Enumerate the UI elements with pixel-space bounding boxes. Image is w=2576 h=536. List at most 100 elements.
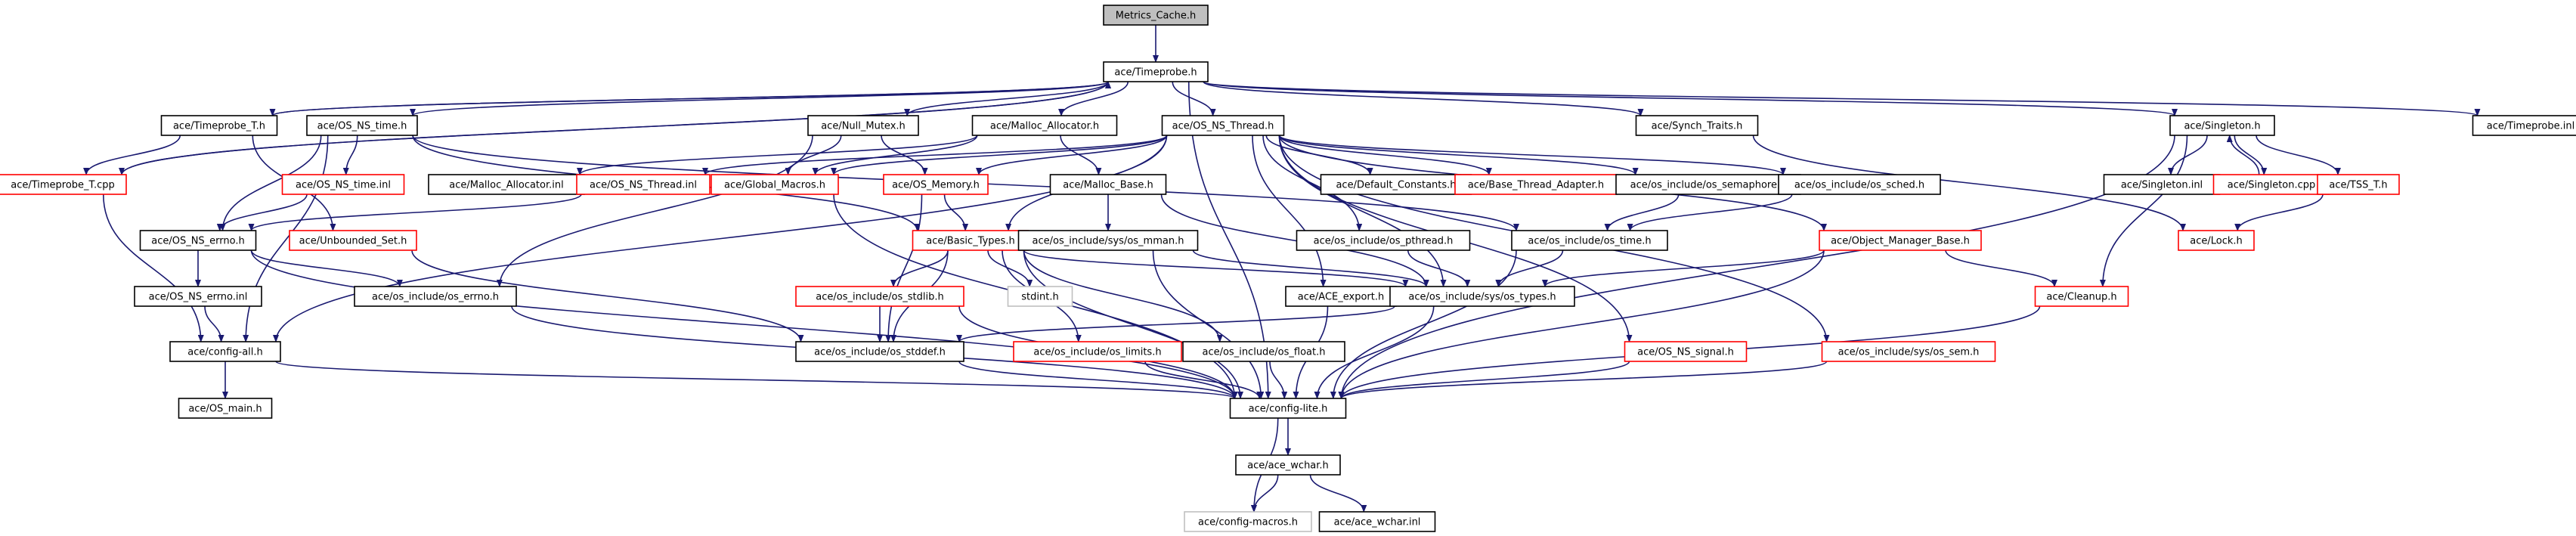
node-box xyxy=(1635,115,1759,136)
node-object-manager-base-h[interactable]: ace/Object_Manager_Base.h xyxy=(1819,230,1982,251)
node-box xyxy=(2034,286,2129,307)
edge-os-semaphore-h-to-os-time-h xyxy=(1604,194,1680,231)
node-label: ace/OS_NS_signal.h xyxy=(1637,347,1734,358)
edge-null-mutex-h-to-os-errno-h xyxy=(496,135,813,287)
edge-malloc-allocator-h-to-malloc-base-h xyxy=(1060,135,1102,175)
node-label: ace/ace_wchar.h xyxy=(1247,460,1329,472)
node-os-ns-signal-h[interactable]: ace/OS_NS_signal.h xyxy=(1624,341,1748,362)
node-metrics-cache[interactable]: Metrics_Cache.h xyxy=(1103,5,1209,26)
node-os-pthread-h[interactable]: ace/os_include/os_pthread.h xyxy=(1296,230,1471,251)
node-box xyxy=(354,286,517,307)
node-os-types-h[interactable]: ace/os_include/sys/os_types.h xyxy=(1389,286,1575,307)
node-os-ns-errno-h[interactable]: ace/OS_NS_errno.h xyxy=(139,230,257,251)
edge-os-ns-errno-h-to-os-errno-h xyxy=(250,249,403,287)
node-base-thread-adapter-h[interactable]: ace/Base_Thread_Adapter.h xyxy=(1454,174,1618,195)
node-os-float-h[interactable]: ace/os_include/os_float.h xyxy=(1182,341,1345,362)
node-label: ace/TSS_T.h xyxy=(2329,180,2387,191)
node-box xyxy=(2472,115,2576,136)
node-label: ace/OS_NS_Thread.h xyxy=(1172,121,1274,132)
edge-os-ns-thread-h-to-os-sched-h xyxy=(1278,135,1786,175)
node-null-mutex-h[interactable]: ace/Null_Mutex.h xyxy=(807,115,919,136)
edge-os-time-h-to-config-lite-h xyxy=(1330,249,1517,399)
node-timeprobe-inl[interactable]: ace/Timeprobe.inl xyxy=(2472,115,2576,136)
edge-singleton-h-to-tss-t-h xyxy=(2256,135,2341,175)
node-cleanup-h[interactable]: ace/Cleanup.h xyxy=(2034,286,2129,307)
node-label: ace/OS_NS_Thread.inl xyxy=(590,180,697,191)
node-os-mman-h[interactable]: ace/os_include/sys/os_mman.h xyxy=(1017,230,1199,251)
node-tss-t-h[interactable]: ace/TSS_T.h xyxy=(2317,174,2400,195)
node-os-main-h[interactable]: ace/OS_main.h xyxy=(178,398,273,419)
edge-basic-types-h-to-os-types-h xyxy=(1023,249,1409,287)
node-basic-types-h[interactable]: ace/Basic_Types.h xyxy=(912,230,1029,251)
node-os-ns-time-inl[interactable]: ace/OS_NS_time.inl xyxy=(281,174,405,195)
node-os-stdlib-h[interactable]: ace/os_include/os_stdlib.h xyxy=(795,286,964,307)
node-ace-export-h[interactable]: ace/ACE_export.h xyxy=(1285,286,1397,307)
node-box xyxy=(1615,174,1801,195)
node-label: ace/Singleton.cpp xyxy=(2228,180,2316,191)
node-label: ace/Singleton.inl xyxy=(2121,180,2203,191)
node-os-memory-h[interactable]: ace/OS_Memory.h xyxy=(883,174,989,195)
edge-timeprobe-t-cpp-to-config-all-h xyxy=(102,194,204,342)
node-timeprobe-t-h[interactable]: ace/Timeprobe_T.h xyxy=(160,115,278,136)
node-box xyxy=(1821,341,1996,362)
node-os-ns-thread-h[interactable]: ace/OS_NS_Thread.h xyxy=(1161,115,1285,136)
edge-os-ns-thread-h-to-global-macros-h xyxy=(831,135,1168,175)
node-ace-wchar-inl[interactable]: ace/ace_wchar.inl xyxy=(1318,511,1436,532)
node-timeprobe-t-cpp[interactable]: ace/Timeprobe_T.cpp xyxy=(0,174,127,195)
node-singleton-inl[interactable]: ace/Singleton.inl xyxy=(2103,174,2221,195)
node-box xyxy=(807,115,919,136)
node-config-lite-h[interactable]: ace/config-lite.h xyxy=(1229,398,1347,419)
node-box xyxy=(795,341,964,362)
node-default-constants-h[interactable]: ace/Default_Constants.h xyxy=(1320,174,1472,195)
node-malloc-allocator-h[interactable]: ace/Malloc_Allocator.h xyxy=(971,115,1118,136)
node-label: ace/os_include/os_time.h xyxy=(1528,236,1651,247)
node-global-macros-h[interactable]: ace/Global_Macros.h xyxy=(711,174,839,195)
edge-os-mman-h-to-config-lite-h xyxy=(1152,249,1265,399)
node-label: ace/os_include/sys/os_sem.h xyxy=(1838,347,1980,358)
node-singleton-h[interactable]: ace/Singleton.h xyxy=(2169,115,2275,136)
node-os-errno-h[interactable]: ace/os_include/os_errno.h xyxy=(354,286,517,307)
node-label: ace/Timeprobe.inl xyxy=(2487,121,2574,132)
edge-basic-types-h-to-stdint-h xyxy=(987,249,1033,287)
node-lock-h[interactable]: ace/Lock.h xyxy=(2178,230,2255,251)
node-label: ace/os_include/sys/os_types.h xyxy=(1408,292,1556,303)
node-os-stddef-h[interactable]: ace/os_include/os_stddef.h xyxy=(795,341,964,362)
node-label: ace/Default_Constants.h xyxy=(1336,180,1456,191)
node-label: ace/OS_NS_errno.inl xyxy=(149,292,248,303)
edge-os-ns-time-h-to-os-ns-time-inl xyxy=(342,135,358,175)
edge-os-ns-thread-h-to-os-semaphore-h xyxy=(1278,135,1639,175)
edge-timeprobe-h-to-malloc-allocator-h xyxy=(1058,81,1129,116)
edge-timeprobe-h-to-singleton-h xyxy=(1203,81,2178,116)
node-os-sem-h[interactable]: ace/os_include/sys/os_sem.h xyxy=(1821,341,1996,362)
edge-os-ns-time-inl-to-os-ns-errno-h xyxy=(216,194,308,231)
node-os-time-h[interactable]: ace/os_include/os_time.h xyxy=(1511,230,1668,251)
node-synch-traits-h[interactable]: ace/Synch_Traits.h xyxy=(1635,115,1759,136)
node-timeprobe-h[interactable]: ace/Timeprobe.h xyxy=(1103,61,1209,82)
node-label: ace/OS_NS_errno.h xyxy=(151,236,245,247)
edge-layer xyxy=(83,25,2480,513)
node-singleton-cpp[interactable]: ace/Singleton.cpp xyxy=(2212,174,2330,195)
edge-singleton-h-to-singleton-inl xyxy=(2168,135,2208,175)
node-config-all-h[interactable]: ace/config-all.h xyxy=(169,341,281,362)
edge-malloc-allocator-h-to-malloc-allocator-inl xyxy=(577,135,978,175)
edge-config-all-h-to-config-lite-h xyxy=(275,361,1238,399)
node-malloc-allocator-inl[interactable]: ace/Malloc_Allocator.inl xyxy=(428,174,585,195)
node-ace-wchar-h[interactable]: ace/ace_wchar.h xyxy=(1235,454,1341,476)
node-label: ace/Cleanup.h xyxy=(2046,292,2116,303)
node-os-semaphore-h[interactable]: ace/os_include/os_semaphore.h xyxy=(1615,174,1801,195)
node-label: ace/Timeprobe_T.h xyxy=(173,121,265,132)
node-label: ace/Malloc_Allocator.h xyxy=(990,121,1099,132)
node-box xyxy=(1161,115,1285,136)
edge-malloc-base-h-to-os-types-h xyxy=(1160,194,1429,287)
node-os-limits-h[interactable]: ace/os_include/os_limits.h xyxy=(1013,341,1182,362)
node-os-ns-thread-inl[interactable]: ace/OS_NS_Thread.inl xyxy=(576,174,711,195)
node-box xyxy=(169,341,281,362)
node-box xyxy=(306,115,418,136)
node-os-ns-time-h[interactable]: ace/OS_NS_time.h xyxy=(306,115,418,136)
node-unbounded-set-h[interactable]: ace/Unbounded_Set.h xyxy=(289,230,417,251)
node-box xyxy=(281,174,405,195)
edge-basic-types-h-to-os-stdlib-h xyxy=(890,249,949,287)
node-os-ns-errno-inl[interactable]: ace/OS_NS_errno.inl xyxy=(134,286,262,307)
node-malloc-base-h[interactable]: ace/Malloc_Base.h xyxy=(1049,174,1167,195)
node-os-sched-h[interactable]: ace/os_include/os_sched.h xyxy=(1778,174,1941,195)
